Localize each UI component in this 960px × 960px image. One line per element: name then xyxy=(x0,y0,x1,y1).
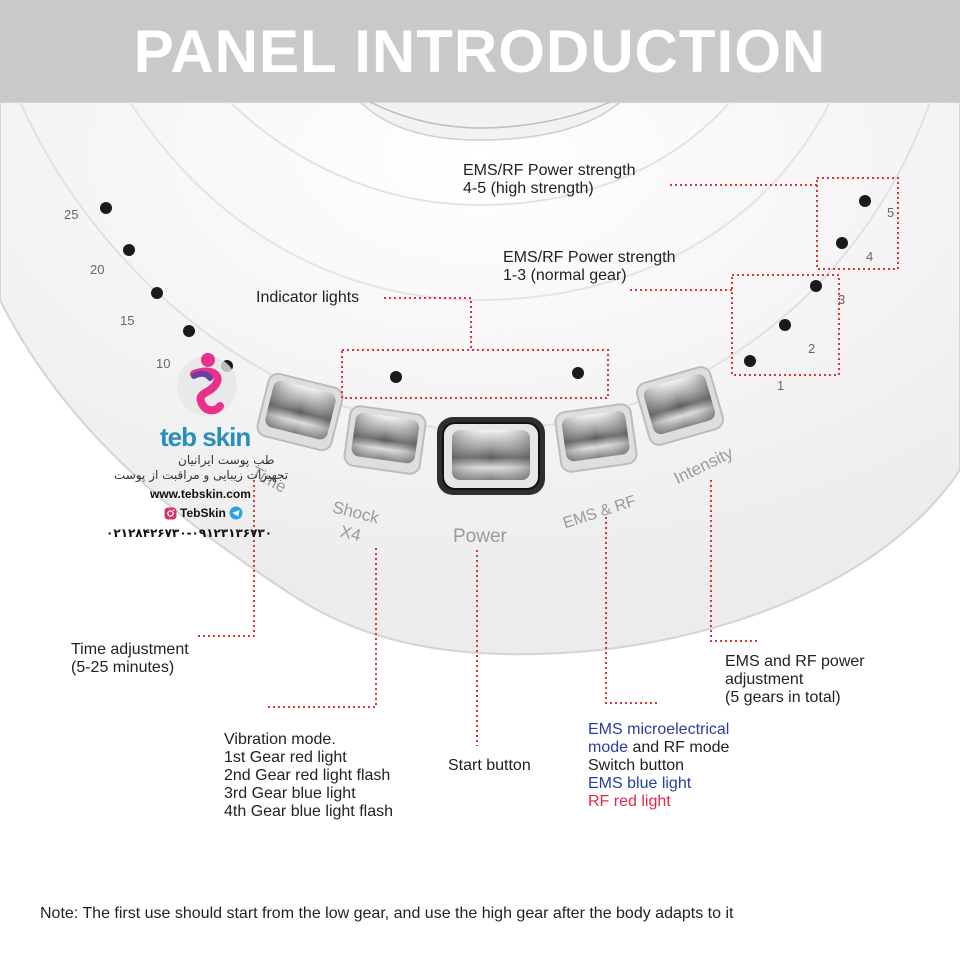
telegram-icon xyxy=(229,506,243,520)
indicator-lights-box xyxy=(341,349,609,399)
leader-intensity xyxy=(710,480,760,642)
page-title: PANEL INTRODUCTION xyxy=(133,17,827,85)
watermark-phones: ۰۲۱۲۸۴۲۶۷۳۰-۰۹۱۲۳۱۳۶۷۳۰ xyxy=(106,526,273,540)
instagram-icon xyxy=(164,507,177,519)
intensity-dot-1 xyxy=(744,355,756,367)
intensity-button xyxy=(636,366,724,446)
watermark-website: www.tebskin.com xyxy=(150,487,251,501)
power-button-label: Power xyxy=(453,526,507,547)
vibration-callout: Vibration mode. 1st Gear red light 2nd G… xyxy=(224,731,393,820)
leader-time xyxy=(196,480,255,637)
power-button xyxy=(437,417,545,495)
time-label-10: 10 xyxy=(156,356,171,371)
ems-rf-mode-callout: EMS microelectrical mode and RF mode Swi… xyxy=(588,721,730,810)
intensity-label-5: 5 xyxy=(887,205,895,220)
leader-ems-rf xyxy=(605,517,660,704)
start-button-callout: Start button xyxy=(448,757,531,774)
intensity-label-4: 4 xyxy=(866,249,874,264)
watermark-social: TebSkin xyxy=(164,506,243,520)
time-dot-25 xyxy=(100,202,112,214)
watermark-brand: teb skin xyxy=(160,422,251,452)
intensity-dot-4 xyxy=(836,237,848,249)
time-dot-20 xyxy=(123,244,135,256)
time-label-15: 15 xyxy=(120,313,135,328)
usage-note: Note: The first use should start from th… xyxy=(40,905,734,922)
normal-strength-box xyxy=(731,274,840,376)
intensity-label-3: 3 xyxy=(838,292,846,307)
indicator-lights-callout: Indicator lights xyxy=(256,289,360,306)
time-label-20: 20 xyxy=(90,262,105,277)
device-contour xyxy=(129,101,831,302)
device-dome xyxy=(358,101,623,141)
time-button xyxy=(256,372,344,452)
intensity-dot-3 xyxy=(810,280,822,292)
intensity-label-2: 2 xyxy=(808,341,816,356)
time-dot-15 xyxy=(151,287,163,299)
tebskin-watermark: teb skin طب پوست ایرانیان تجهیزات زیبایی… xyxy=(100,350,330,550)
intensity-dot-5 xyxy=(859,195,871,207)
intensity-label-1: 1 xyxy=(777,378,785,393)
tebskin-logo-icon xyxy=(177,353,237,416)
watermark-subtitle: طب پوست ایرانیان xyxy=(178,453,275,467)
high-strength-box xyxy=(816,177,899,270)
time-dot-10 xyxy=(183,325,195,337)
indicator-light-left xyxy=(390,371,402,383)
shock-button xyxy=(343,405,427,475)
leader-indicator-lights xyxy=(384,297,472,350)
device-contour xyxy=(229,101,731,207)
watermark-tagline: تجهیزات زیبایی و مراقبت از پوست xyxy=(114,468,289,482)
indicator-light-right xyxy=(572,367,584,379)
intensity-dot-2 xyxy=(779,319,791,331)
high-strength-callout: EMS/RF Power strength 4-5 (high strength… xyxy=(463,162,636,197)
power-adjustment-callout: EMS and RF power adjustment (5 gears in … xyxy=(725,653,865,706)
header-banner: PANEL INTRODUCTION xyxy=(0,0,960,102)
watermark-social-handle: TebSkin xyxy=(180,506,226,520)
normal-strength-callout: EMS/RF Power strength 1-3 (normal gear) xyxy=(503,249,676,284)
ems-rf-button xyxy=(554,403,638,473)
time-label-25: 25 xyxy=(64,207,79,222)
time-adjustment-callout: Time adjustment (5-25 minutes) xyxy=(71,641,189,676)
